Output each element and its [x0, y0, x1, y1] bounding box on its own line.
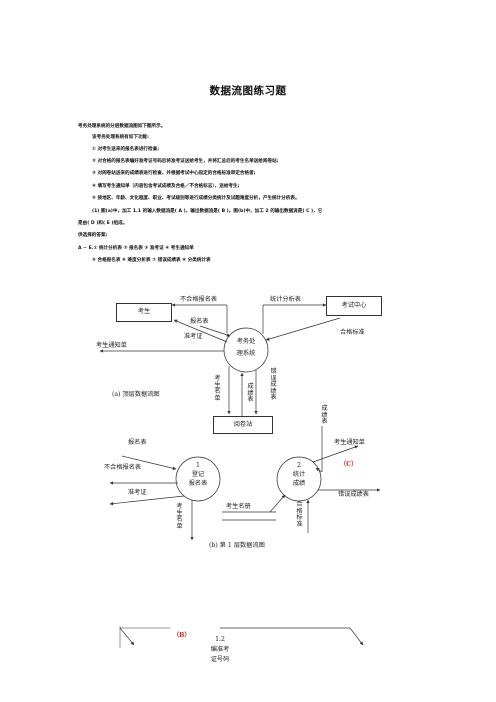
- process-2-label-2: 成绩: [292, 480, 306, 487]
- caption-b: (b) 第 1 层数据流图: [209, 542, 265, 549]
- process-1-label-1: 登记: [191, 471, 205, 478]
- options-row-2: ⑤ 合格报名表 ⑥ 难度分析表 ⑦ 错误成绩表 ⑧ 分类统计表: [92, 258, 211, 263]
- exam-center-box: 考试中心: [326, 296, 382, 316]
- grading-station-box: 阅卷站: [213, 416, 273, 434]
- flow-standard-a: 合格标准: [340, 329, 365, 336]
- function-item-4: ④ 填写考生通知单（内容包含考试成绩及合格／不合格标志），送给考生;: [92, 184, 240, 189]
- flow-admission-a: 准考证: [184, 333, 203, 340]
- flow-stats-a: 统计分析表: [270, 296, 301, 303]
- process-2-label-1: 统计: [292, 471, 306, 478]
- process-label-a-2: 理系统: [236, 350, 256, 357]
- question-line-1: (1) 图(a)中，加工 1.1 的输入数据流是( A )，输出数据流是( B …: [92, 209, 323, 214]
- caption-a: (a) 顶层数据流图: [112, 391, 160, 398]
- flow-admission-b: 准考证: [128, 489, 147, 496]
- process-1-2-label-1: 编准考: [210, 646, 230, 653]
- process-circle-a: [223, 327, 269, 373]
- function-item-5: ⑤ 按地区、年龄、文化程度、职业、考试级别等进行成绩分类统计及试题难度分析，产生…: [92, 196, 300, 201]
- process-1-number: 1: [196, 462, 200, 469]
- process-label-a-1: 考务处: [236, 338, 256, 345]
- process-2-number: 2: [297, 462, 301, 469]
- flow-registration-a: 报名表: [190, 318, 209, 325]
- flow-standard-b: 合格标准: [296, 501, 303, 528]
- process-circle-1: [175, 456, 221, 502]
- answer-c: （C）: [340, 461, 358, 468]
- flow-unqualified-a: 不合格报名表: [180, 296, 218, 303]
- student-box: 考生: [116, 303, 172, 322]
- flow-registration-b: 报名表: [128, 439, 147, 446]
- options-row-1: A ~ E.① 统计分析表 ② 报名表 ③ 准考证 ④ 考生通知单: [78, 246, 194, 251]
- flow-grades-a: 成绩表: [247, 383, 254, 403]
- flow-unqualified-b: 不合格报名表: [104, 464, 142, 471]
- function-item-1: ① 对考生送来的报名表进行检查;: [92, 147, 160, 152]
- function-item-2: ② 对合格的报名表编好准考证号码后将准考证送给考生，并将汇总后的考生名单送给阅卷…: [92, 159, 279, 164]
- flow-roster-b: 考生名单: [176, 503, 183, 530]
- function-item-3: ③ 对阅卷站送来的成绩表进行检查，并根据考试中心指定的合格标准审定合格者;: [92, 171, 256, 176]
- process-1-2-label-2: 证号码: [210, 656, 230, 663]
- process-1-label-2: 报名表: [188, 480, 208, 487]
- options-heading: 供选择的答案:: [78, 233, 108, 238]
- answer-b: （B）: [173, 632, 191, 639]
- flow-notice-a: 考生通知单: [96, 342, 127, 349]
- intro-line-2: 该考务处理系统有如下功能:: [92, 135, 149, 140]
- flow-roster-a: 考生名单: [214, 375, 221, 402]
- intro-line-1: 考务处理系统的分层数据流图如下图所示。: [78, 124, 166, 129]
- question-line-2: 是由( D )和( E )组成。: [78, 221, 128, 226]
- flow-roster-file: 考生名册: [226, 503, 251, 510]
- flow-notice-b: 考生通知单: [334, 439, 365, 446]
- page-title: 数据流图练习题: [209, 85, 287, 97]
- flow-grades-b: 成绩表: [321, 405, 328, 425]
- process-circle-2: [276, 456, 322, 502]
- flow-error-grades-b: 错误成绩表: [338, 491, 369, 498]
- flow-error-grades-a: 错误成绩表: [270, 368, 277, 401]
- process-1-2-number: 1.2: [215, 636, 225, 643]
